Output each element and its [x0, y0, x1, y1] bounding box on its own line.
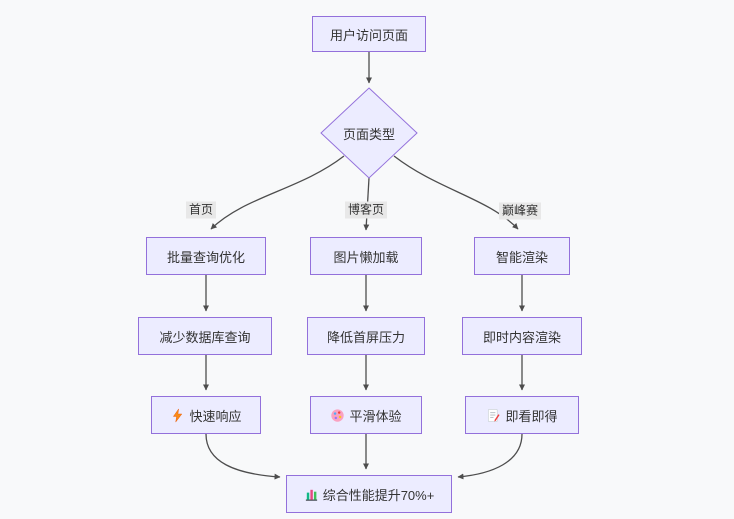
node-instant-content-rendering: 即时内容渲染: [462, 317, 582, 355]
node-label: 降低首屏压力: [326, 329, 405, 345]
node-label: 页面类型: [342, 126, 395, 142]
node-label: 图片懒加载: [333, 249, 399, 265]
node-image-lazy-load: 图片懒加载: [310, 237, 422, 275]
node-reduce-first-screen-pressure: 降低首屏压力: [307, 317, 425, 355]
node-label: 减少数据库查询: [159, 329, 251, 345]
decision-diamond-shape: [320, 87, 418, 179]
node-see-it-instantly: 即看即得: [465, 396, 579, 434]
node-overall-performance-gain: 综合性能提升70%+: [286, 475, 452, 513]
node-label: 用户访问页面: [329, 27, 408, 43]
node-label: 批量查询优化: [166, 249, 245, 265]
node-fast-response: 快速响应: [151, 396, 261, 434]
node-page-type-decision: 页面类型: [321, 88, 417, 178]
palette-icon: [330, 408, 345, 423]
lightning-icon: [170, 408, 185, 423]
node-batch-query-optimization: 批量查询优化: [146, 237, 266, 275]
edge-label-home: 首页: [185, 201, 217, 219]
node-label: 快速响应: [189, 408, 242, 424]
node-smart-rendering: 智能渲染: [474, 237, 570, 275]
edge-label-peak: 巅峰赛: [498, 202, 542, 220]
node-label: 即时内容渲染: [482, 329, 561, 345]
node-label: 即看即得: [505, 408, 558, 424]
node-label: 综合性能提升70%+: [322, 487, 435, 503]
node-label: 平滑体验: [349, 408, 402, 424]
node-smooth-experience: 平滑体验: [310, 396, 422, 434]
memo-icon: [486, 408, 501, 423]
bar-chart-icon: [304, 487, 319, 502]
node-reduce-database-queries: 减少数据库查询: [138, 317, 272, 355]
node-label: 智能渲染: [495, 249, 548, 265]
edge-label-blog: 博客页: [344, 201, 388, 219]
node-user-visit-page: 用户访问页面: [312, 16, 426, 52]
